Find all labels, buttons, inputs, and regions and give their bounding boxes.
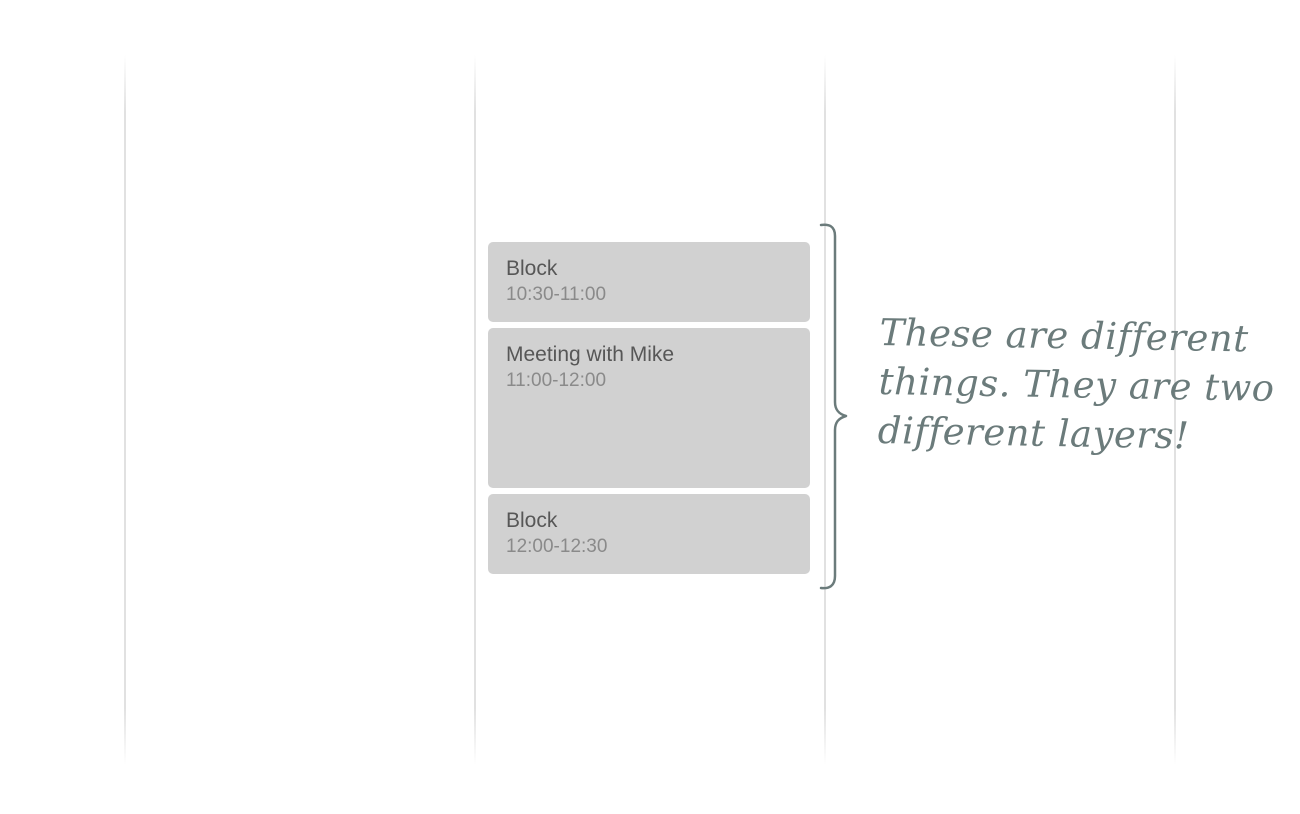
calendar-event-block[interactable]: Block 10:30-11:00 (488, 242, 810, 322)
event-time: 12:00-12:30 (506, 536, 608, 557)
column-divider (474, 55, 476, 765)
calendar-event-meeting[interactable]: Meeting with Mike 11:00-12:00 (488, 328, 810, 488)
event-title: Block (506, 257, 558, 280)
column-divider (824, 55, 826, 765)
event-title: Block (506, 509, 558, 532)
column-divider (1174, 55, 1176, 765)
event-title: Meeting with Mike (506, 343, 675, 366)
curly-brace-icon (819, 223, 848, 590)
event-time: 11:00-12:00 (506, 370, 607, 391)
handwritten-annotation: These are different things. They are two… (877, 310, 1275, 458)
calendar-event-block[interactable]: Block 12:00-12:30 (488, 494, 810, 574)
column-divider (124, 55, 126, 765)
event-time: 10:30-11:00 (506, 284, 607, 305)
